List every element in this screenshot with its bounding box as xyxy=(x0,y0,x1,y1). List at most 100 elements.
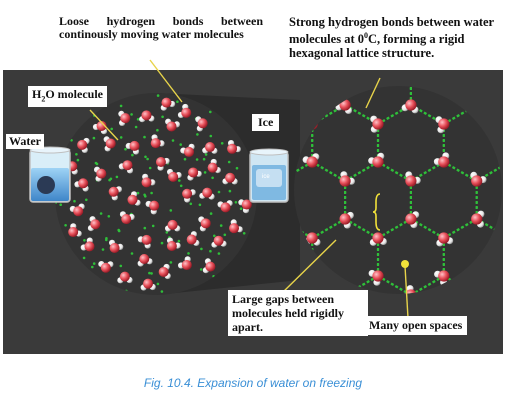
water-molecule xyxy=(217,200,233,213)
water-molecule xyxy=(222,172,238,185)
hydrogen-bond-dot xyxy=(234,201,238,204)
oxygen-atom xyxy=(205,142,216,153)
h2o-molecule-label: H2O molecule xyxy=(28,86,107,108)
ice-beaker: ice xyxy=(249,148,289,203)
hydrogen-bond-dot xyxy=(178,179,181,182)
water-molecule xyxy=(117,271,133,284)
oxygen-atom xyxy=(405,99,417,111)
hydrogen-bond-dot xyxy=(136,191,140,195)
hydrogen-bond-dot xyxy=(179,184,183,188)
water-molecule xyxy=(94,166,107,182)
water-molecule xyxy=(92,120,108,135)
water-molecule xyxy=(401,99,419,114)
hydrogen-bond-line xyxy=(477,0,506,10)
hydrogen-bond-line xyxy=(377,275,412,294)
hydrogen-bond-dot xyxy=(144,195,147,198)
strong-bonds-text-a: Strong hydrogen bonds between water mole… xyxy=(289,15,494,47)
hydrogen-bond-dot xyxy=(59,203,62,206)
water-molecule xyxy=(69,203,85,217)
water-molecule xyxy=(471,210,485,228)
ice-beaker-label: ice xyxy=(262,174,270,180)
oxygen-atom xyxy=(120,113,131,124)
water-molecule xyxy=(68,223,82,238)
hydrogen-bond-dot xyxy=(99,212,103,215)
hydrogen-bond-dot xyxy=(187,252,190,255)
oxygen-atom xyxy=(205,261,216,272)
hydrogen-bond-line xyxy=(344,161,379,182)
oxygen-atom xyxy=(405,213,417,225)
h2o-subscript: 2 xyxy=(41,94,46,104)
water-molecule xyxy=(229,219,243,234)
water-molecule xyxy=(370,115,384,133)
open-space-marker xyxy=(401,260,409,268)
oxygen-atom xyxy=(127,194,138,205)
oxygen-atom xyxy=(471,175,483,187)
hydrogen-bond-dot xyxy=(204,153,208,156)
oxygen-atom xyxy=(241,199,252,210)
hydrogen-bond-dot xyxy=(119,136,123,139)
water-molecule xyxy=(195,116,208,132)
water-molecule xyxy=(165,118,180,132)
water-molecule xyxy=(150,134,165,149)
hydrogen-bond-dot xyxy=(101,248,105,251)
hydrogen-bond-dot xyxy=(150,272,153,275)
oxygen-atom xyxy=(73,206,84,217)
oxygen-atom xyxy=(438,232,450,244)
water-molecule xyxy=(302,153,320,168)
hydrogen-bond-dot xyxy=(83,239,86,242)
hydrogen-bond-dot xyxy=(211,176,214,180)
strong-bonds-text-b: C, forming a rigid hexagonal lattice str… xyxy=(289,32,465,61)
oxygen-atom xyxy=(220,202,231,213)
hydrogen-bond-dot xyxy=(131,153,134,157)
oxygen-atom xyxy=(339,99,351,111)
hydrogen-bond-dot xyxy=(202,157,206,161)
ice-lattice-circle xyxy=(294,86,502,294)
hydrogen-bond-line xyxy=(279,0,312,10)
hydrogen-bond-dot xyxy=(200,247,203,251)
hydrogen-bond-dot xyxy=(117,229,121,233)
water-molecule xyxy=(77,137,90,153)
hydrogen-bond-dot xyxy=(91,265,94,269)
water-molecule xyxy=(139,110,155,123)
oxygen-atom xyxy=(202,187,213,198)
oxygen-atom xyxy=(161,97,172,108)
oxygen-atom xyxy=(150,138,161,149)
water-molecule xyxy=(182,188,196,203)
water-molecule xyxy=(199,187,215,200)
oxygen-atom xyxy=(405,175,417,187)
oxygen-atom xyxy=(339,175,351,187)
oxygen-atom xyxy=(372,232,384,244)
water-molecule xyxy=(405,211,420,229)
water-molecule xyxy=(158,263,171,280)
water-molecule xyxy=(160,97,176,111)
hydrogen-bond-dot xyxy=(169,209,173,212)
hydrogen-bond-dot xyxy=(82,256,86,260)
oxygen-atom xyxy=(78,178,89,189)
hydrogen-bond-dot xyxy=(94,161,98,165)
water-molecule xyxy=(434,270,450,286)
hydrogen-bond-dot xyxy=(198,203,202,207)
water-molecule xyxy=(80,237,95,252)
hydrogen-bond-dot xyxy=(92,262,96,265)
hydrogen-bond-dot xyxy=(199,268,203,271)
water-molecule xyxy=(211,235,227,248)
oxygen-atom xyxy=(166,241,177,252)
oxygen-atom xyxy=(372,156,384,168)
oxygen-atom xyxy=(166,121,177,132)
oxygen-atom xyxy=(122,160,133,171)
oxygen-atom xyxy=(181,259,192,270)
hydrogen-bond-dot xyxy=(130,252,134,255)
water-molecule xyxy=(227,140,241,154)
oxygen-atom xyxy=(339,213,351,225)
oxygen-atom xyxy=(121,214,132,225)
oxygen-atom xyxy=(471,213,483,225)
hydrogen-bond-line xyxy=(377,161,412,182)
hydrogen-bond-dot xyxy=(209,134,213,138)
oxygen-atom xyxy=(306,232,318,244)
oxygen-atom xyxy=(109,243,120,254)
hydrogen-bond-dot xyxy=(109,177,113,181)
hydrogen-bond-line xyxy=(311,218,346,239)
hydrogen-bond-line xyxy=(214,0,247,10)
oxygen-atom xyxy=(141,177,152,188)
figure-caption: Fig. 10.4. Expansion of water on freezin… xyxy=(143,376,363,390)
